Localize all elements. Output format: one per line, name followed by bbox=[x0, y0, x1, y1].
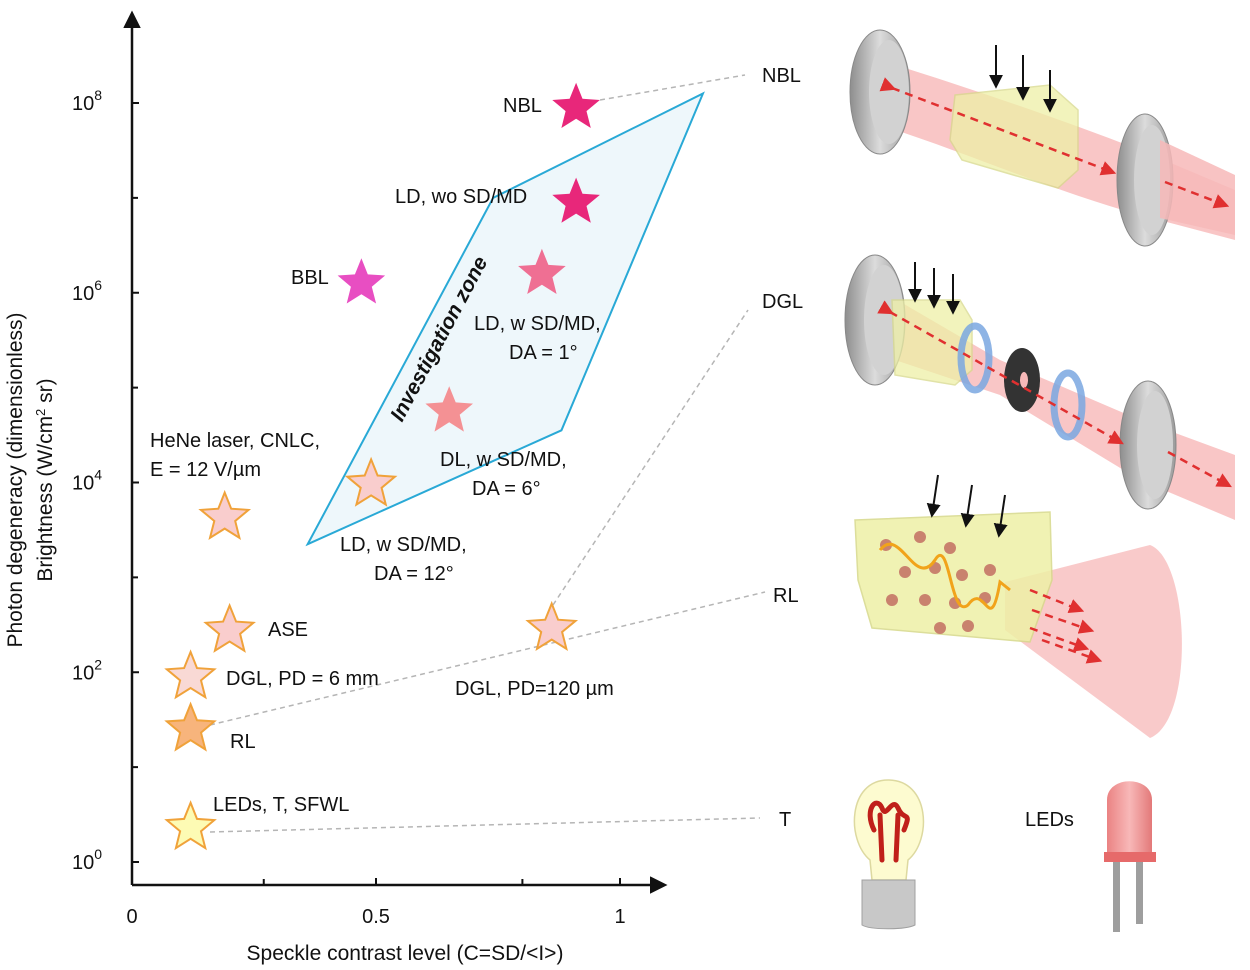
led-illustration bbox=[1104, 781, 1156, 932]
label-ase: ASE bbox=[268, 619, 308, 641]
dgl-laser-illustration bbox=[844, 254, 1235, 520]
x-tick-label: 0 bbox=[126, 906, 137, 928]
label-ld-w-1b: DA = 1° bbox=[509, 342, 578, 364]
data-point-star bbox=[344, 456, 398, 507]
label-dgl6: DGL, PD = 6 mm bbox=[226, 668, 379, 690]
y-axis-title-line2: Brightness (W/cm2 sr) bbox=[33, 378, 57, 581]
data-point-star bbox=[203, 602, 256, 653]
label-bbl: BBL bbox=[291, 267, 329, 289]
label-ld-w-1a: LD, w SD/MD, bbox=[474, 313, 601, 335]
thermal-bulb-illustration bbox=[853, 779, 925, 930]
leader-dgl bbox=[552, 309, 749, 606]
rl-laser-illustration bbox=[854, 474, 1182, 738]
y-tick-label: 100 bbox=[72, 846, 102, 874]
y-ticks: 100 102 104 106 108 bbox=[72, 87, 139, 874]
label-ld-wo: LD, wo SD/MD bbox=[395, 186, 527, 208]
x-axis-title: Speckle contrast level (C=SD/<I>) bbox=[247, 942, 564, 965]
data-point-star bbox=[552, 82, 600, 128]
leader-rl bbox=[209, 591, 766, 726]
label-dl-6b: DA = 6° bbox=[472, 478, 541, 500]
y-tick-label: 108 bbox=[72, 87, 102, 115]
label-ld-12b: DA = 12° bbox=[374, 563, 454, 585]
y-axis-title-line1: Photon degeneracy (dimensionless) bbox=[4, 312, 27, 647]
y-tick-label: 104 bbox=[72, 467, 102, 495]
schematic-label-leds: LEDs bbox=[1025, 809, 1074, 831]
leader-lines bbox=[209, 74, 766, 833]
data-point-star bbox=[337, 258, 386, 304]
data-point-star bbox=[525, 600, 579, 651]
data-point-star bbox=[164, 649, 217, 700]
label-nbl: NBL bbox=[503, 95, 542, 117]
label-rl: RL bbox=[230, 731, 256, 753]
point-labels: NBL LD, wo SD/MD BBL LD, w SD/MD, DA = 1… bbox=[150, 95, 614, 816]
schematic-label-t: T bbox=[779, 809, 791, 831]
data-points bbox=[164, 82, 600, 851]
schematic-labels: NBL DGL RL T LEDs bbox=[762, 65, 1074, 831]
label-leds: LEDs, T, SFWL bbox=[213, 794, 349, 816]
investigation-zone bbox=[305, 91, 705, 547]
leader-nbl bbox=[599, 74, 746, 101]
data-point-star bbox=[198, 489, 252, 540]
leader-t bbox=[209, 817, 761, 833]
label-dl-6a: DL, w SD/MD, bbox=[440, 449, 567, 471]
label-hene-b: E = 12 V/µm bbox=[150, 459, 261, 481]
x-tick-label: 1 bbox=[614, 906, 625, 928]
y-tick-label: 106 bbox=[72, 277, 102, 305]
schematic-label-nbl: NBL bbox=[762, 65, 801, 87]
schematic-label-dgl: DGL bbox=[762, 291, 803, 313]
label-hene-a: HeNe laser, CNLC, bbox=[150, 430, 320, 452]
nbl-laser-illustration bbox=[849, 29, 1235, 247]
data-point-star bbox=[425, 386, 473, 432]
x-tick-label: 0.5 bbox=[362, 906, 390, 928]
data-point-star bbox=[552, 177, 600, 223]
y-tick-label: 102 bbox=[72, 656, 102, 684]
data-point-star bbox=[164, 701, 217, 752]
data-point-star bbox=[518, 248, 566, 294]
label-dgl120: DGL, PD=120 µm bbox=[455, 678, 614, 700]
schematic-label-rl: RL bbox=[773, 585, 799, 607]
data-point-star bbox=[164, 800, 217, 851]
label-ld-12a: LD, w SD/MD, bbox=[340, 534, 467, 556]
